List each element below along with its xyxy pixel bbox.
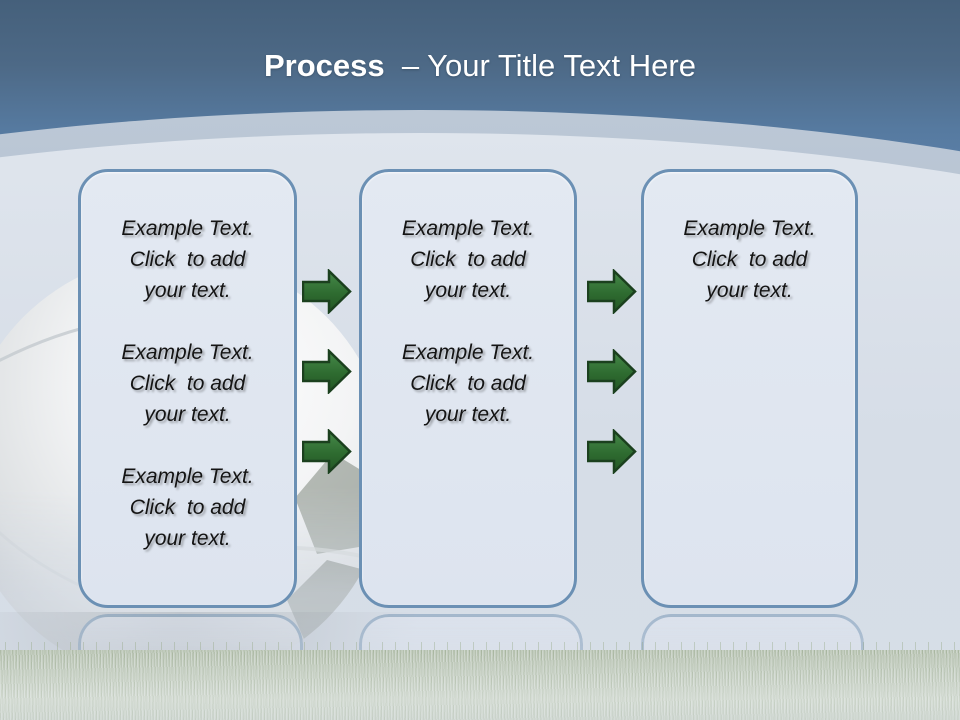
placeholder-line: Click to add: [129, 372, 246, 395]
text-placeholder[interactable]: Example Text. Click to add your text.: [644, 213, 855, 306]
arrow-right-icon: [587, 349, 637, 394]
grass-footer: [0, 642, 960, 720]
panel-step-3[interactable]: Example Text. Click to add your text.: [641, 169, 858, 608]
placeholder-line: your text.: [424, 279, 512, 302]
placeholder-line: Example Text.: [121, 465, 254, 488]
placeholder-line: Click to add: [129, 496, 246, 519]
placeholder-line: your text.: [424, 403, 512, 426]
placeholder-line: Click to add: [691, 248, 808, 271]
placeholder-line: your text.: [144, 403, 231, 426]
placeholder-line: Click to add: [410, 372, 526, 395]
placeholder-line: Example Text.: [401, 217, 535, 240]
placeholder-line: your text.: [144, 279, 231, 302]
placeholder-line: Example Text.: [401, 341, 535, 364]
panel-step-2[interactable]: Example Text. Click to add your text. Ex…: [359, 169, 577, 608]
text-placeholder[interactable]: Example Text. Click to add your text.: [362, 337, 574, 430]
text-placeholder[interactable]: Example Text. Click to add your text.: [362, 213, 574, 306]
arrow-right-icon: [587, 429, 637, 474]
placeholder-line: Click to add: [129, 248, 246, 271]
placeholder-line: Example Text.: [121, 217, 254, 240]
placeholder-line: your text.: [706, 279, 793, 302]
text-placeholder[interactable]: Example Text. Click to add your text.: [81, 337, 294, 430]
arrow-right-icon: [302, 269, 352, 314]
placeholder-line: Example Text.: [121, 341, 254, 364]
placeholder-line: Click to add: [410, 248, 526, 271]
slide-title[interactable]: Process – Your Title Text Here: [0, 48, 960, 84]
placeholder-line: Example Text.: [683, 217, 816, 240]
arrow-right-icon: [302, 349, 352, 394]
title-keyword: Process: [264, 48, 385, 83]
text-placeholder[interactable]: Example Text. Click to add your text.: [81, 213, 294, 306]
panel-step-1[interactable]: Example Text. Click to add your text. Ex…: [78, 169, 297, 608]
arrow-right-icon: [587, 269, 637, 314]
arrow-right-icon: [302, 429, 352, 474]
placeholder-line: your text.: [144, 527, 231, 550]
text-placeholder[interactable]: Example Text. Click to add your text.: [81, 461, 294, 554]
title-subtitle: – Your Title Text Here: [384, 48, 696, 83]
